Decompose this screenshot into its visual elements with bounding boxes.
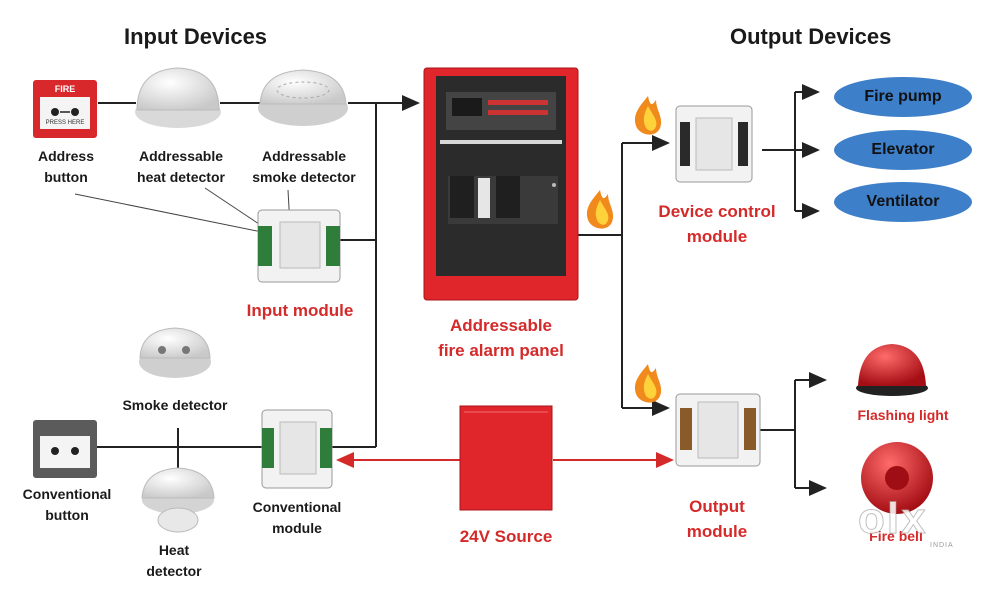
smoke-detector-device <box>139 327 211 378</box>
output-devices-header: Output Devices <box>730 24 892 49</box>
heat-detector-device <box>141 467 215 533</box>
output-pill-elevator: Elevator <box>834 130 972 170</box>
input-module-label: Input module <box>246 301 354 320</box>
fire-bell-label: Fire bell <box>869 528 923 544</box>
fire-alarm-panel-device <box>423 67 579 301</box>
conventional-button-label: Conventional button <box>22 486 112 523</box>
fire-alarm-panel-label: Addressable fire alarm panel <box>438 316 564 360</box>
input-module-device <box>257 209 341 283</box>
output-pill-fire-pump: Fire pump <box>834 77 972 117</box>
power-source-label: 24V Source <box>459 527 553 546</box>
output-module-label: Output module <box>686 497 748 541</box>
conventional-button-device <box>33 420 97 478</box>
device-control-module-label: Device control module <box>658 202 776 246</box>
flame-icons <box>586 96 662 403</box>
output-module-device <box>675 393 761 467</box>
device-control-module-device <box>675 105 753 183</box>
output-pill-ventilator: Ventilator <box>834 182 972 222</box>
addressable-smoke-detector-label: Addressable smoke detector <box>252 148 356 185</box>
flashing-light-label: Flashing light <box>857 407 949 423</box>
conventional-module-label: Conventional module <box>252 499 342 536</box>
call-point-fire-text: FIRE <box>54 83 76 94</box>
power-source-device <box>459 405 553 511</box>
olx-watermark-logo: olx <box>858 494 928 544</box>
smoke-detector-label: Smoke detector <box>122 397 228 413</box>
addressable-smoke-detector-device <box>258 69 348 126</box>
conventional-module-device <box>261 409 333 489</box>
fire-bell-device <box>861 442 933 514</box>
olx-watermark-sub: INDIA <box>930 542 954 549</box>
flashing-light-device <box>856 344 928 396</box>
address-button-label: Address button <box>37 148 95 185</box>
addressable-heat-detector-label: Addressable heat detector <box>137 148 225 185</box>
wire-output-bus <box>578 84 827 496</box>
call-point-sub-text: PRESS HERE <box>45 120 85 126</box>
addressable-heat-detector-device <box>135 67 221 128</box>
input-devices-header: Input Devices <box>124 24 268 49</box>
address-button-device <box>33 80 97 138</box>
wire-input-bus <box>96 95 420 476</box>
heat-detector-label: Heat detector <box>146 542 202 579</box>
